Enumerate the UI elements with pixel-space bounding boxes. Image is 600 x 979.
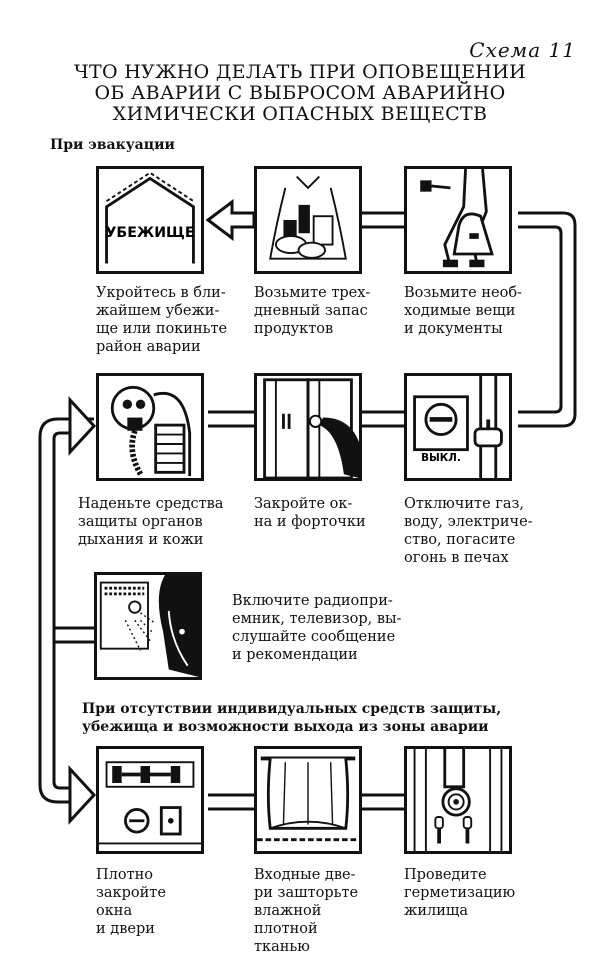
locked-door-illustration xyxy=(99,761,201,845)
shelter-illustration: УБЕЖИЩЕ xyxy=(105,171,195,264)
caption-radio: Включите радиопри- емник, телевизор, вы-… xyxy=(232,593,402,663)
section-heading-line-2: убежища и возможности выхода из зоны ава… xyxy=(82,719,489,735)
section-heading-no-protection: При отсутствии индивидуальных средств за… xyxy=(82,700,501,736)
arrow-into-seal-doors xyxy=(68,765,97,825)
connector-radio-left xyxy=(55,626,94,644)
panel-windows xyxy=(254,373,362,481)
caption-windows: Закройте ок- на и форточки xyxy=(254,496,366,530)
panel-utilities: ВЫКЛ. xyxy=(404,373,512,481)
gas-mask-illustration xyxy=(110,385,192,477)
closing-window-illustration xyxy=(263,378,359,478)
panel-radio xyxy=(94,572,202,680)
title-line-3: ХИМИЧЕСКИ ОПАСНЫХ ВЕЩЕСТВ xyxy=(112,103,488,125)
arrow-into-gear xyxy=(68,396,97,456)
panel-seal-doors xyxy=(96,746,204,854)
title-line-1: ЧТО НУЖНО ДЕЛАТЬ ПРИ ОПОВЕЩЕНИИ xyxy=(74,61,526,83)
caption-belongings: Возьмите необ- ходимые вещи и документы xyxy=(404,285,522,337)
person-with-bag-illustration xyxy=(420,169,494,268)
sealing-tape-illustration xyxy=(413,749,503,851)
panel-belongings xyxy=(404,166,512,274)
caption-seal-home: Проведите герметизацию жилища xyxy=(404,867,516,919)
connector-windows-gear xyxy=(208,410,254,428)
caption-seal-doors: Плотно закройте окна и двери xyxy=(96,867,166,937)
connector-food-belongings xyxy=(360,211,404,229)
connector-right-loop-inner xyxy=(518,225,563,414)
connector-left-pipe xyxy=(38,417,94,804)
caption-shelter: Укройтесь в бли- жайшем убежи- ще или по… xyxy=(96,285,228,355)
curtained-door-illustration xyxy=(257,756,359,842)
switch-off-label: ВЫКЛ. xyxy=(421,452,461,464)
connector-right-loop xyxy=(518,211,577,428)
caption-curtain-door: Входные две- ри зашторьте влажной плотно… xyxy=(254,867,359,955)
caption-utilities: Отключите газ, воду, электриче- ство, по… xyxy=(404,496,533,566)
radio-listener-illustration xyxy=(99,575,199,677)
section-heading-evacuation: При эвакуации xyxy=(50,137,175,153)
panel-seal-home xyxy=(404,746,512,854)
switch-and-valve-illustration: ВЫКЛ. xyxy=(413,376,503,478)
scheme-label: Схема 11 xyxy=(469,38,576,62)
connector-bottom-1 xyxy=(208,793,254,811)
panel-food xyxy=(254,166,362,274)
panel-curtain-door xyxy=(254,746,362,854)
panel-shelter: УБЕЖИЩЕ xyxy=(96,166,204,274)
connector-utilities-windows xyxy=(360,410,404,428)
arrow-into-shelter xyxy=(205,199,256,241)
diagram-title: ЧТО НУЖНО ДЕЛАТЬ ПРИ ОПОВЕЩЕНИИ ОБ АВАРИ… xyxy=(60,62,540,125)
caption-food: Возьмите трех- дневный запас продуктов xyxy=(254,285,371,337)
title-line-2: ОБ АВАРИИ С ВЫБРОСОМ АВАРИЙНО xyxy=(94,82,506,104)
food-bag-illustration xyxy=(269,175,347,260)
shelter-sign-text: УБЕЖИЩЕ xyxy=(106,225,195,241)
connector-left-pipe-inner xyxy=(52,431,70,790)
caption-protective-gear: Наденьте средства защиты органов дыхания… xyxy=(78,496,224,548)
section-heading-line-1: При отсутствии индивидуальных средств за… xyxy=(82,701,502,717)
panel-protective-gear xyxy=(96,373,204,481)
connector-bottom-2 xyxy=(360,793,404,811)
